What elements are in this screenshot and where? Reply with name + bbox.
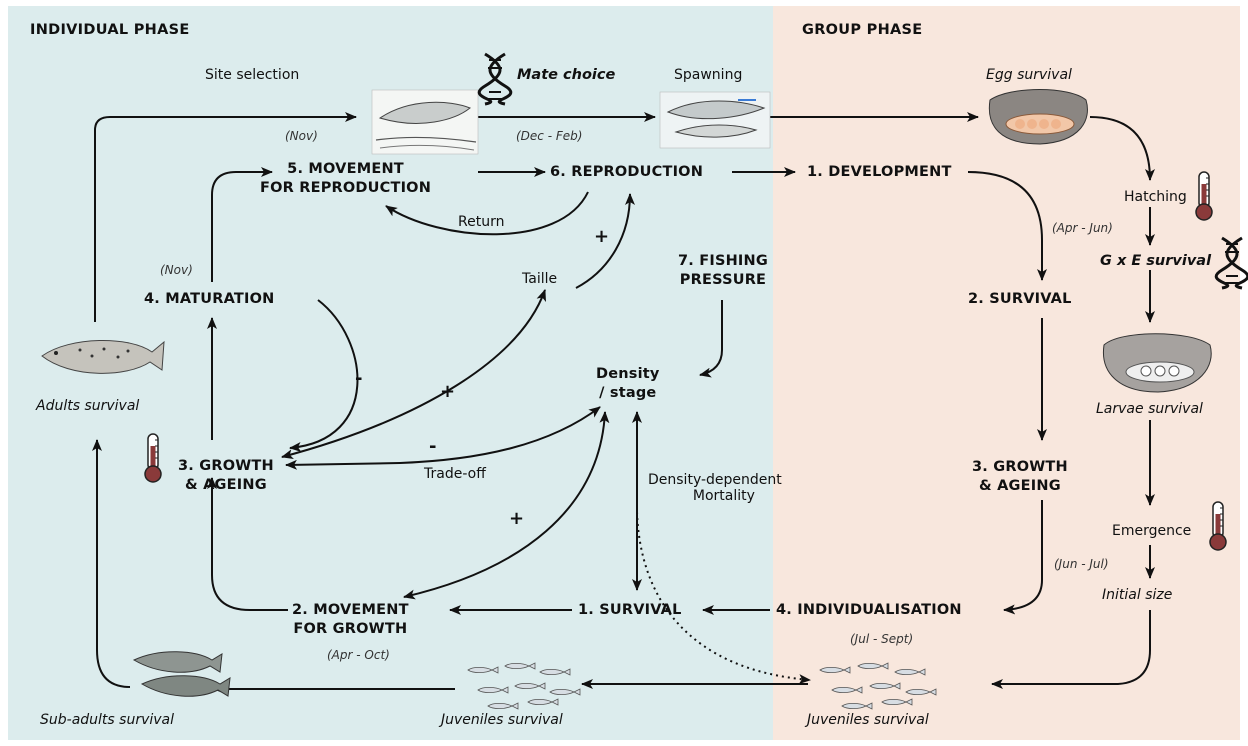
step-movement-growth: 2. MOVEMENT FOR GROWTH bbox=[292, 602, 409, 637]
period-jul-sept: (Jul - Sept) bbox=[850, 632, 914, 646]
juveniles-survival-left-label: Juveniles survival bbox=[441, 712, 563, 728]
group-phase-title: GROUP PHASE bbox=[802, 22, 923, 38]
period-apr-jun: (Apr - Jun) bbox=[1052, 221, 1113, 235]
period-jun-jul: (Jun - Jul) bbox=[1054, 557, 1109, 571]
thermometer-icon bbox=[144, 433, 162, 483]
step-maturation: 4. MATURATION bbox=[144, 291, 275, 307]
step-individualisation: 4. INDIVIDUALISATION bbox=[776, 602, 962, 618]
arrow-growth-to-indiv bbox=[1003, 500, 1043, 615]
gxe-survival-label: G x E survival bbox=[1100, 253, 1212, 269]
arrows bbox=[92, 112, 1155, 694]
emergence-label: Emergence bbox=[1112, 523, 1192, 539]
step-survival: 1. SURVIVAL bbox=[578, 602, 682, 618]
period-dec-feb: (Dec - Feb) bbox=[516, 129, 583, 143]
period-nov-top: (Nov) bbox=[285, 129, 318, 143]
sign-survival-density-plus: + bbox=[509, 508, 525, 529]
spawning-label: Spawning bbox=[674, 67, 743, 83]
sketch-juveniles-right bbox=[819, 662, 937, 710]
arrow-taille-to-repro bbox=[575, 193, 635, 289]
hatching-label: Hatching bbox=[1124, 189, 1187, 205]
arrow-growth-density bbox=[285, 406, 601, 470]
individual-phase-title: INDIVIDUAL PHASE bbox=[30, 22, 190, 38]
arrow-fishing-to-density bbox=[699, 300, 723, 378]
dna-icon bbox=[477, 52, 513, 106]
site-selection-label: Site selection bbox=[205, 67, 300, 83]
sketch-sub-adults bbox=[132, 651, 231, 697]
sketch-spawning bbox=[659, 91, 771, 149]
step-group-growth-ageing: 3. GROWTH & AGEING bbox=[972, 459, 1068, 494]
arrow-subadults-to-adults bbox=[92, 439, 131, 688]
sketch-egg bbox=[988, 89, 1088, 145]
sketch-site-selection bbox=[371, 89, 479, 155]
mate-choice-label: Mate choice bbox=[517, 67, 616, 83]
arrow-dotted-mortality bbox=[636, 511, 811, 685]
thermometer-icon bbox=[1195, 171, 1213, 221]
arrow-move-density bbox=[403, 411, 610, 600]
density-dependent-label: Density-dependent Mortality bbox=[648, 472, 782, 504]
density-stage: Density / stage bbox=[596, 366, 660, 401]
step-movement-reproduction: 5. MOVEMENT FOR REPRODUCTION bbox=[260, 161, 432, 196]
sign-growth-taille-plus: + bbox=[440, 381, 456, 402]
dna-icon bbox=[1214, 236, 1248, 290]
period-nov-maturation: (Nov) bbox=[160, 263, 193, 277]
arrow-egg-to-hatching bbox=[1089, 116, 1155, 181]
arrow-adults-to-site bbox=[94, 112, 357, 322]
egg-survival-label: Egg survival bbox=[986, 67, 1072, 83]
trade-off-label: Trade-off bbox=[424, 466, 486, 482]
taille-label: Taille bbox=[522, 271, 558, 287]
adults-survival-label: Adults survival bbox=[36, 398, 140, 414]
larvae-survival-label: Larvae survival bbox=[1096, 401, 1203, 417]
sign-growth-density-minus: - bbox=[429, 436, 437, 457]
arrow-move-to-growth bbox=[207, 477, 288, 611]
step-development: 1. DEVELOPMENT bbox=[807, 164, 952, 180]
juveniles-survival-right-label: Juveniles survival bbox=[807, 712, 929, 728]
thermometer-icon bbox=[1209, 501, 1227, 551]
sketch-juveniles-left bbox=[467, 662, 581, 710]
period-apr-oct: (Apr - Oct) bbox=[327, 648, 390, 662]
sketch-larvae bbox=[1102, 333, 1212, 393]
sign-maturation-minus: - bbox=[355, 368, 363, 389]
sub-adults-survival-label: Sub-adults survival bbox=[40, 712, 175, 728]
arrow-dev-to-survival bbox=[967, 171, 1047, 281]
arrow-growth-taille bbox=[281, 289, 546, 459]
initial-size-label: Initial size bbox=[1102, 587, 1173, 603]
arrow-maturation-to-move bbox=[211, 167, 273, 282]
step-reproduction: 6. REPRODUCTION bbox=[550, 164, 704, 180]
step-fishing-pressure: 7. FISHING PRESSURE bbox=[678, 253, 768, 288]
step-group-survival: 2. SURVIVAL bbox=[968, 291, 1072, 307]
arrow-return bbox=[385, 191, 589, 236]
arrow-size-to-juveniles bbox=[991, 610, 1151, 689]
sketch-adult-trout bbox=[41, 340, 165, 374]
arrow-maturation-minus-growth bbox=[289, 299, 359, 452]
step-growth-ageing: 3. GROWTH & AGEING bbox=[178, 458, 274, 493]
sign-taille-plus: + bbox=[594, 226, 610, 247]
return-label: Return bbox=[458, 214, 505, 230]
